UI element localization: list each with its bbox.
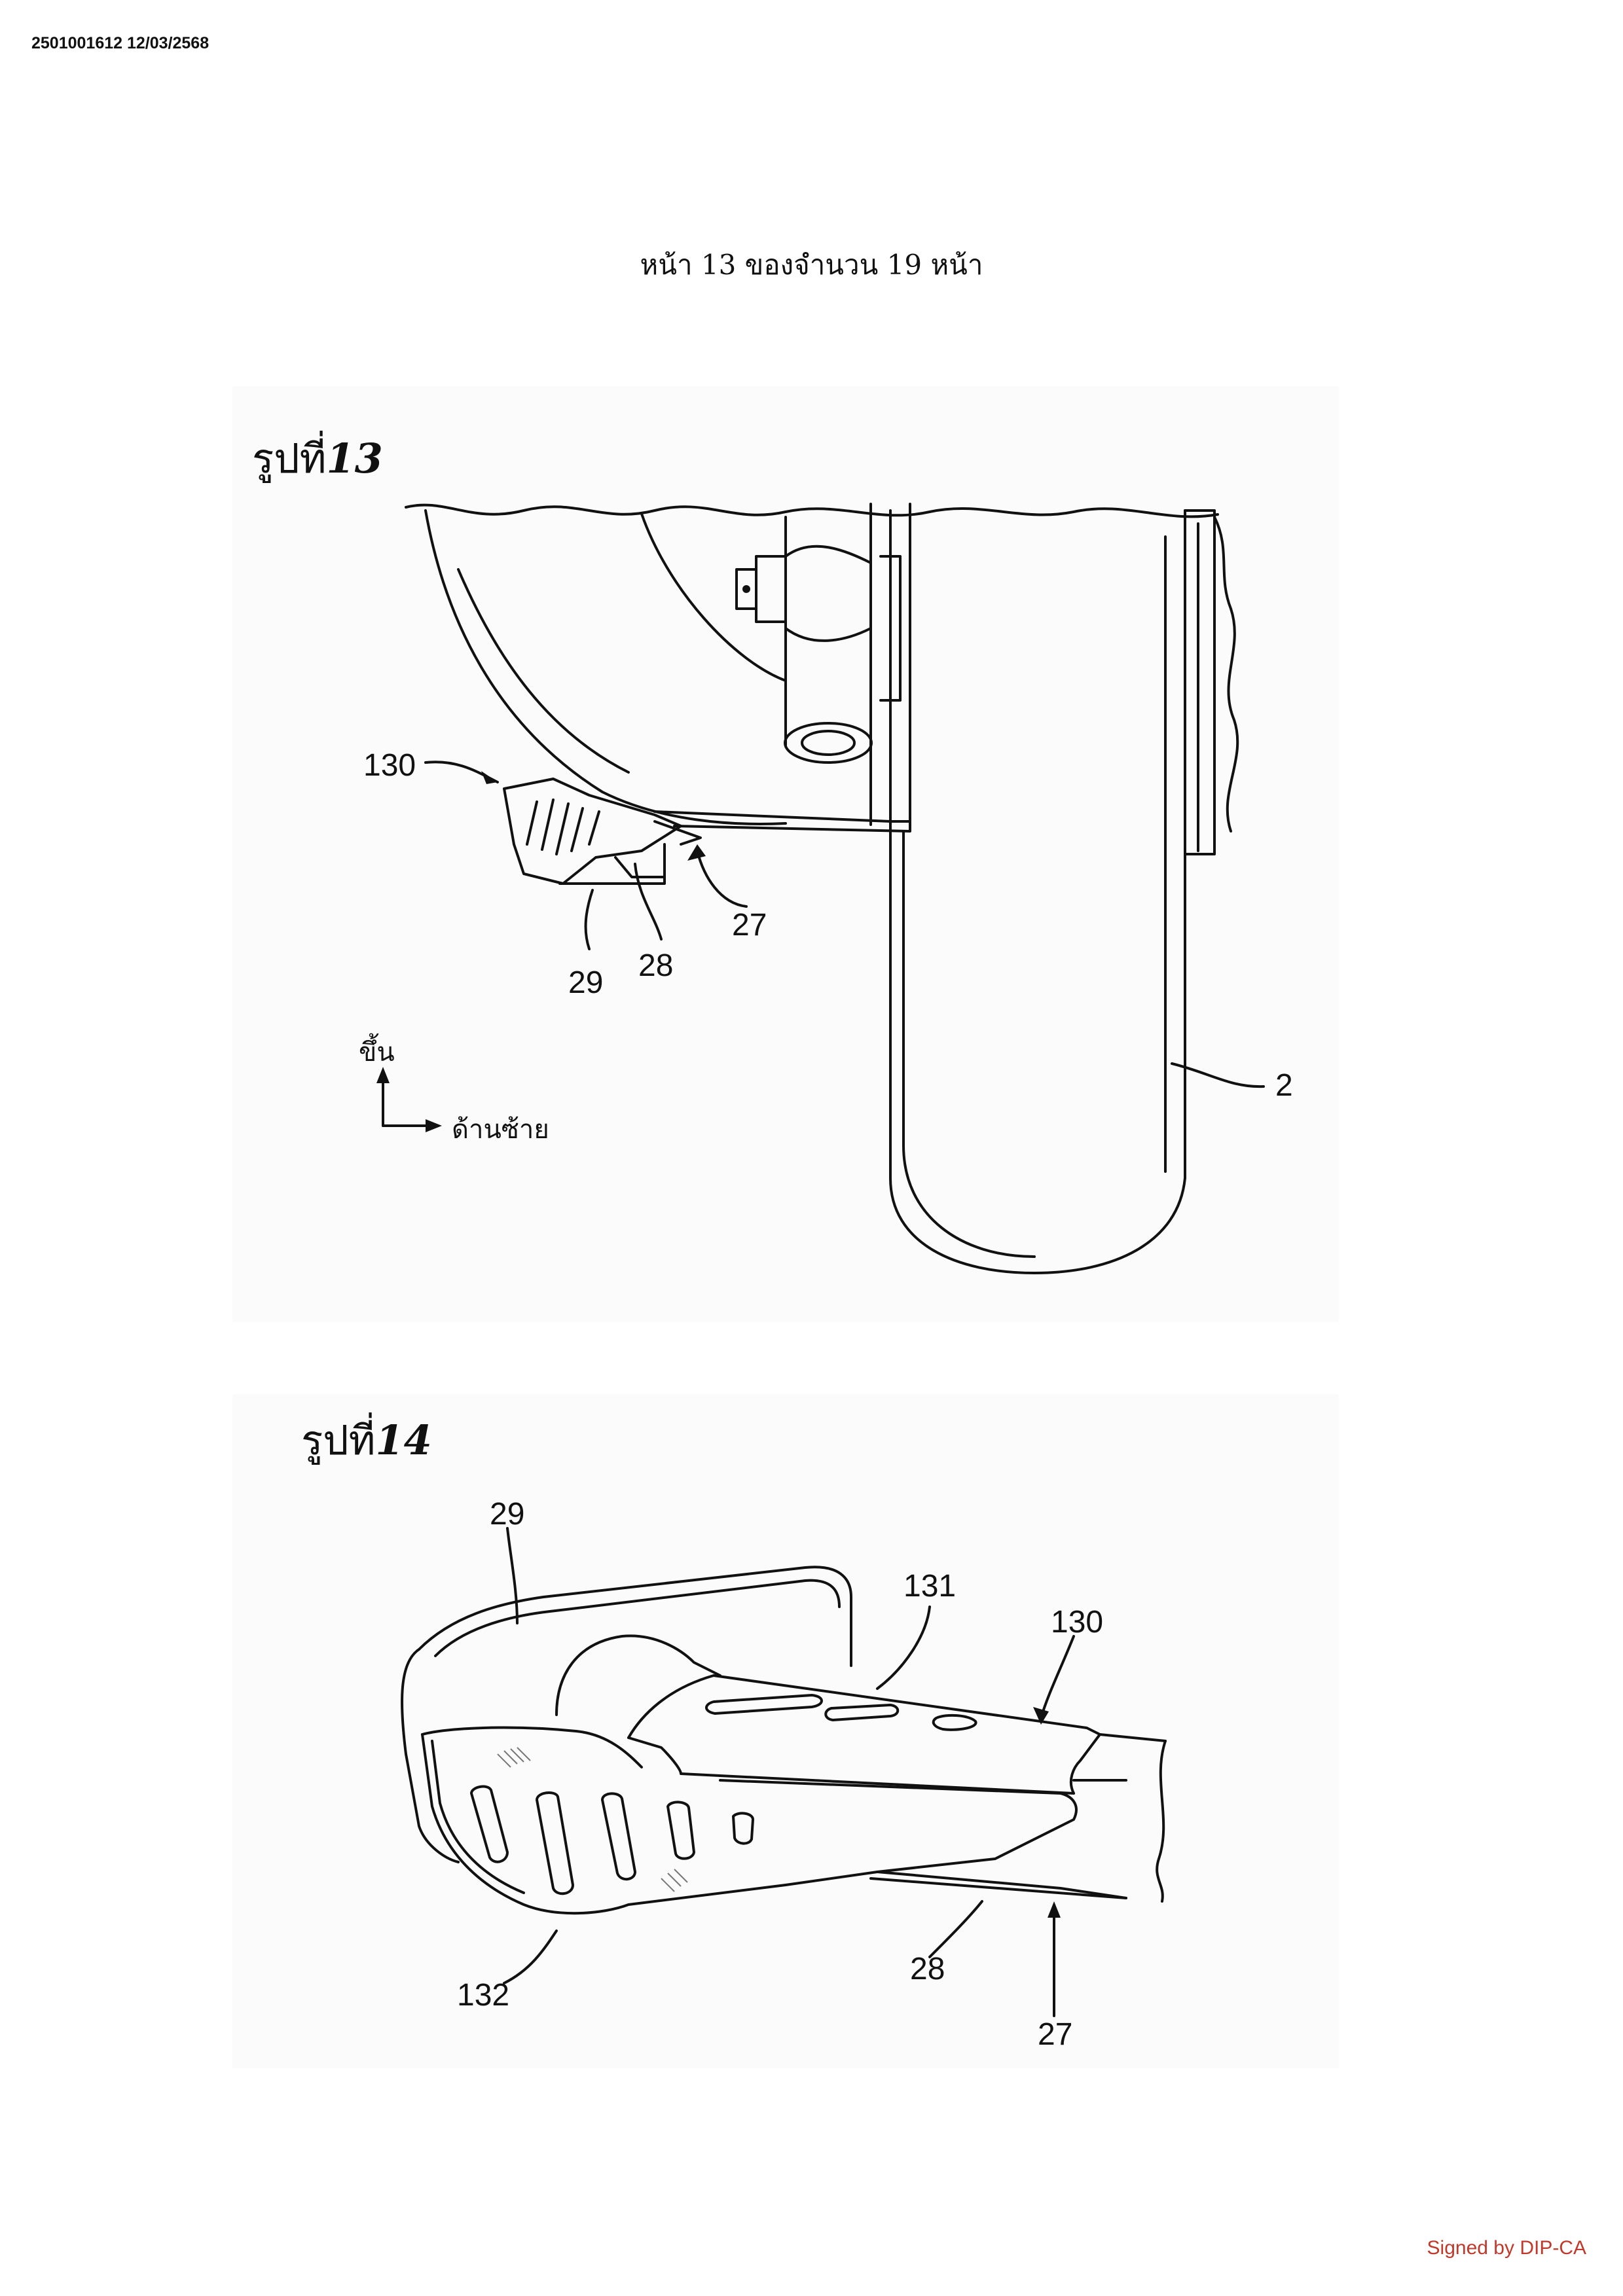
fig14-top-131	[627, 1674, 1101, 1795]
document-id: 2501001612 12/03/2568	[31, 34, 210, 52]
fig13-guard-130	[503, 778, 682, 885]
figure-14-panel	[232, 1394, 1339, 2068]
page-header: หน้า 13 ของจำนวน 19 หน้า	[640, 249, 983, 281]
fig13-fender-inner	[640, 512, 787, 682]
figure-13-title: รูปที่13	[252, 427, 383, 491]
fig13-block-29	[558, 843, 666, 885]
fig14-ref-131: 131	[903, 1569, 957, 1604]
fig13-break-line	[405, 503, 1219, 518]
fig14-ref-130: 130	[1051, 1605, 1104, 1640]
fig13-ref-2: 2	[1275, 1068, 1293, 1103]
fig14-ref-132: 132	[457, 1978, 510, 2013]
fig14-face-132	[421, 1726, 643, 1768]
fig13-ref-130: 130	[363, 748, 416, 783]
figure-13-title-number: 13	[326, 435, 383, 482]
fig13-ref-29: 29	[568, 965, 604, 1000]
fig13-tire-2	[889, 509, 1186, 1274]
figure-14-title-number: 14	[375, 1416, 432, 1464]
fig13-ref-28: 28	[638, 948, 674, 983]
fig14-arm-27	[876, 1733, 1167, 1899]
figure-13-title-prefix: รูปที่	[252, 435, 327, 482]
direction-up-label: ขึ้น	[359, 1037, 395, 1067]
figure-14-title-prefix: รูปที่	[301, 1416, 376, 1464]
fig13-fender-outer	[424, 509, 787, 825]
fig13-block-28	[614, 856, 666, 878]
figure-14-title: รูปที่14	[301, 1408, 432, 1473]
fig14-ref-29: 29	[490, 1497, 525, 1532]
direction-left-label: ด้านซ้าย	[452, 1115, 549, 1145]
fig13-ref-27: 27	[732, 908, 767, 942]
fig14-plate-29	[401, 1648, 460, 1863]
signature: Signed by DIP-CA	[1427, 2237, 1586, 2259]
fig14-ref-28: 28	[910, 1952, 945, 1986]
fig14-ref-27: 27	[1038, 2017, 1073, 2052]
